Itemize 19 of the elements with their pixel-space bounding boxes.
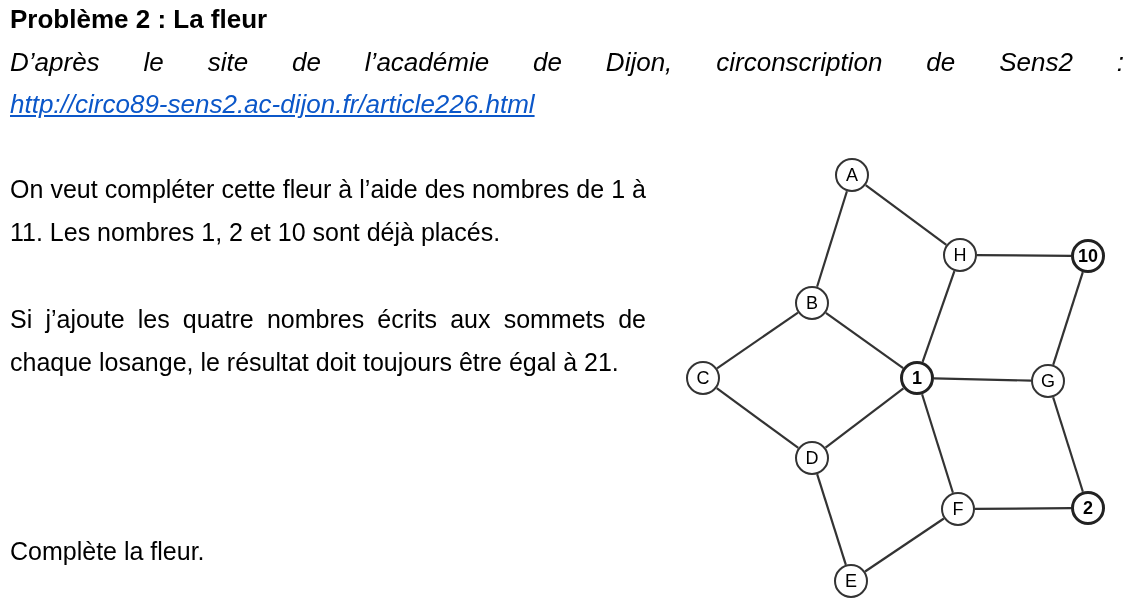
source-link: http://circo89-sens2.ac-dijon.fr/article226.html xyxy=(10,88,535,121)
connector-line xyxy=(933,377,1032,382)
rule-paragraph: Si j’ajoute les quatre nombres écrits aux sommets de chaque losange, le résultat doit toujours être égal à 21. xyxy=(10,304,646,378)
task-text: Complète la fleur. xyxy=(10,536,205,567)
connector-line xyxy=(716,387,799,449)
connector-line xyxy=(865,184,947,246)
connector-line xyxy=(816,190,848,288)
connector-line xyxy=(921,393,954,494)
connector-line xyxy=(921,270,956,363)
connector-line xyxy=(716,311,799,370)
title: Problème 2 : La fleur xyxy=(10,3,268,36)
connector-line xyxy=(816,473,847,566)
instruction-paragraph: On veut compléter cette fleur à l’aide des nombres de 1 à 11. Les nombres 1, 2 et 10 sont déjà placés. xyxy=(10,174,646,248)
connector-line xyxy=(977,254,1071,257)
connector-line xyxy=(975,507,1071,510)
source-text: D’après le site de l’académie de Dijon, circonscription de Sens2 : xyxy=(10,46,1124,79)
connector-line xyxy=(1052,396,1084,493)
connector-line xyxy=(864,517,945,573)
connector-line xyxy=(1052,271,1084,366)
